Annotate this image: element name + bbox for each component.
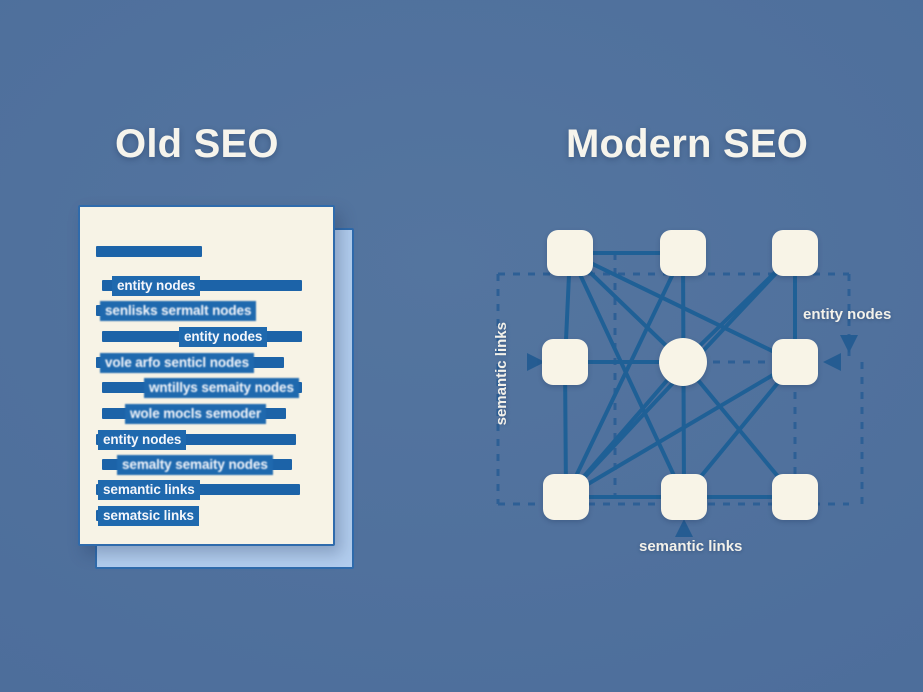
entity-node-box[interactable] xyxy=(542,339,588,385)
document-highlighted-text: wntillys semaity nodes xyxy=(144,378,299,398)
entity-node-box[interactable] xyxy=(543,474,589,520)
document-line-bar xyxy=(96,246,202,257)
document-front-card: entity nodes senlisks sermalt nodes entity… xyxy=(78,205,335,546)
entity-node-box[interactable] xyxy=(772,474,818,520)
document-line-bar xyxy=(102,280,302,291)
document-highlighted-text: wole mocls semoder xyxy=(125,404,266,424)
entity-node-circle[interactable] xyxy=(659,338,707,386)
document-highlighted-text: semalty semaity nodes xyxy=(117,455,273,475)
page-title-modern-seo: Modern SEO xyxy=(566,122,809,166)
label-semantic-links-left: semantic links xyxy=(493,322,510,426)
label-entity-nodes-right: entity nodes xyxy=(803,306,892,323)
document-highlighted-text: vole arfo senticl nodes xyxy=(100,353,254,373)
arrow-entity-nodes-left-icon xyxy=(823,353,841,371)
entity-node-box[interactable] xyxy=(547,230,593,276)
label-semantic-links-bottom: semantic links xyxy=(639,538,743,555)
entity-node-box[interactable] xyxy=(661,474,707,520)
document-highlighted-text: entity nodes xyxy=(179,327,268,347)
arrow-entity-nodes-down-icon xyxy=(840,335,858,353)
arrow-semantic-links-bottom-icon xyxy=(675,519,693,537)
entity-node-box[interactable] xyxy=(772,230,818,276)
entity-node-box[interactable] xyxy=(660,230,706,276)
document-highlighted-text: entity nodes xyxy=(98,430,187,450)
page-title-old-seo: Old SEO xyxy=(115,122,279,166)
document-highlighted-text: sematsic links xyxy=(98,506,199,526)
document-highlighted-text: semantic links xyxy=(98,480,200,500)
entity-node-box[interactable] xyxy=(772,339,818,385)
document-highlighted-text: senlisks sermalt nodes xyxy=(100,301,257,321)
document-line-bar xyxy=(96,434,296,445)
document-highlighted-text: entity nodes xyxy=(112,276,201,296)
